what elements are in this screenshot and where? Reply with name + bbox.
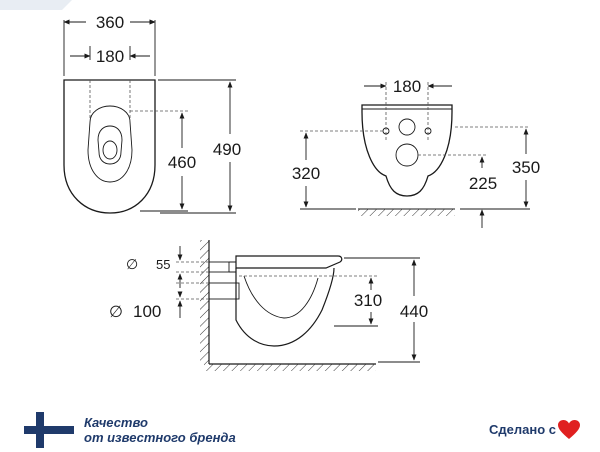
floor-hatch-side [204, 364, 376, 371]
footer-banner: Качество от известного бренда Сделано с [0, 405, 600, 452]
made-with-label: Сделано с [489, 422, 556, 437]
quality-line-2: от известного бренда [84, 430, 236, 445]
dim-inlet-diameter: 55 [156, 257, 170, 272]
bowl-body-side [235, 267, 335, 347]
dim-length-overall: 490 [213, 140, 241, 159]
front-view: 180 320 225 350 [292, 77, 540, 228]
bowl-inner-side [243, 275, 319, 319]
inlet-diameter-symbol: ∅ [126, 256, 138, 272]
outlet-diameter-symbol: ∅ [109, 304, 123, 321]
top-view: 360 180 460 490 [63, 13, 241, 214]
quality-line-1: Качество [84, 415, 148, 430]
quality-caption: Качество от известного бренда [84, 415, 236, 445]
seat-opening [87, 105, 133, 183]
flush-rim [97, 125, 123, 165]
bowl-outline-front [361, 104, 453, 197]
bowl-outline-top [63, 79, 156, 214]
drain-hole [102, 140, 118, 160]
wall-hatch [200, 240, 209, 364]
dim-width-seat: 180 [96, 47, 124, 66]
side-view: ∅ 55 ∅ 100 310 440 [109, 240, 428, 371]
dim-width-overall: 360 [96, 13, 124, 32]
dim-outlet-diameter: 100 [133, 302, 161, 321]
dim-fixing-spacing: 180 [393, 77, 421, 96]
dim-outlet-height: 320 [292, 164, 320, 183]
seat-lid [235, 255, 343, 269]
finland-flag-icon [24, 412, 74, 448]
inlet-circle [398, 118, 416, 136]
dim-height-overall: 440 [400, 302, 428, 321]
dim-length-bowl: 460 [168, 153, 196, 172]
dim-center-height: 225 [469, 174, 497, 193]
dim-total-height: 350 [512, 158, 540, 177]
dim-depth-outlet: 310 [354, 291, 382, 310]
heart-icon [558, 420, 580, 439]
corner-decoration [0, 0, 72, 10]
floor-hatch-front [358, 209, 455, 216]
outlet-circle [395, 143, 419, 167]
